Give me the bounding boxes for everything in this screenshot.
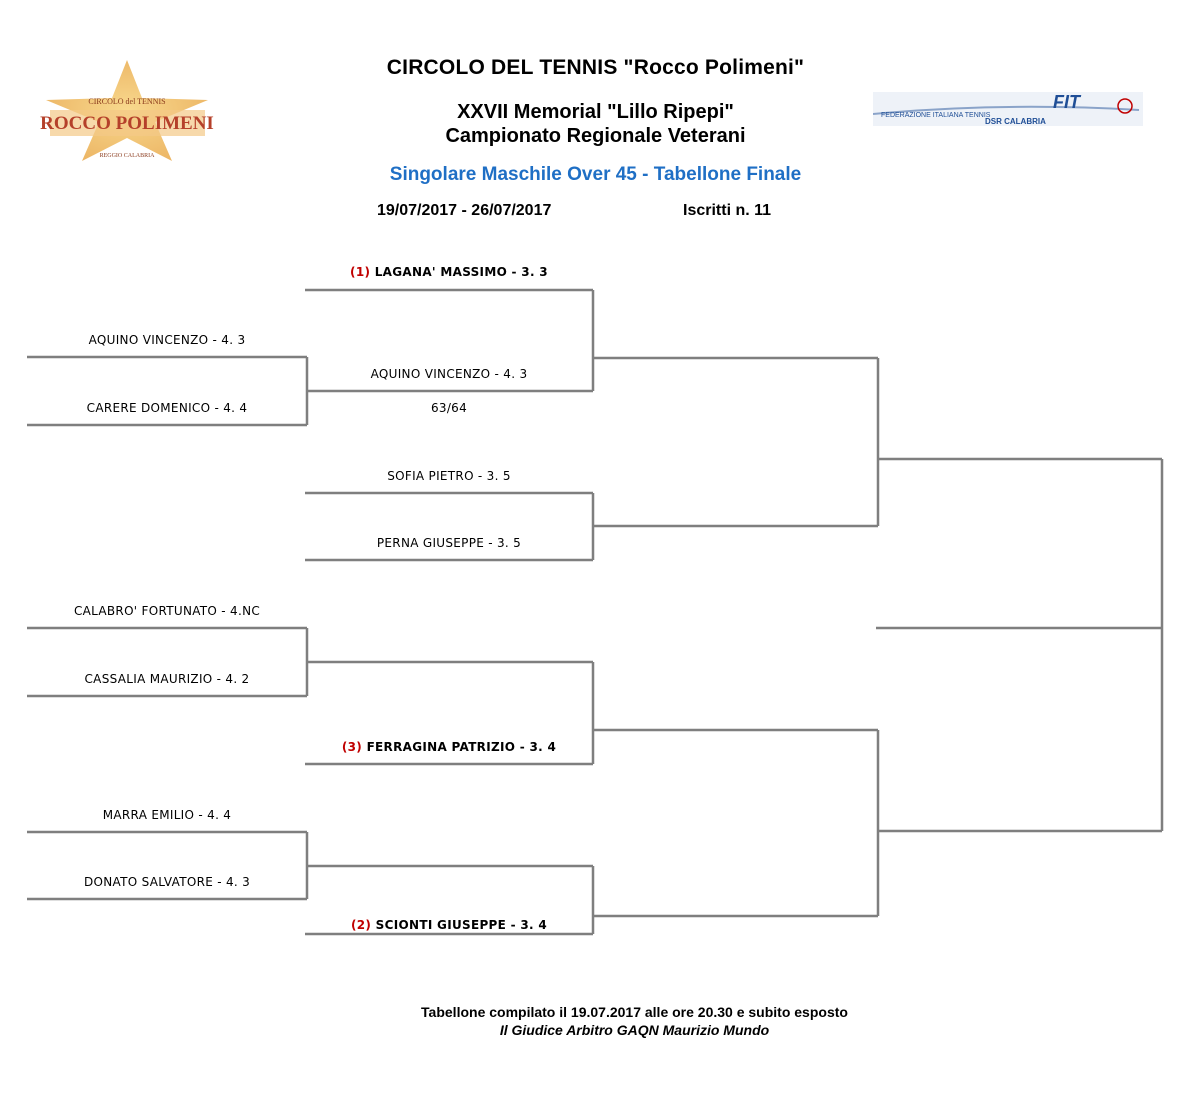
- club-title: CIRCOLO DEL TENNIS "Rocco Polimeni": [386, 56, 805, 79]
- r1-player-1: AQUINO VINCENZO - 4. 3: [88, 333, 246, 347]
- logo-main-text: ROCCO POLIMENI: [40, 113, 214, 134]
- entries-count: Iscritti n. 11: [683, 202, 772, 219]
- r1-player-2: CARERE DOMENICO - 4. 4: [86, 401, 248, 415]
- star-logo-icon: CIRCOLO del TENNIS ROCCO POLIMENI REGGIO…: [40, 60, 214, 161]
- logo-bottom-text: REGGIO CALABRIA: [100, 153, 155, 159]
- player-name: FERRAGINA PATRIZIO - 3. 4: [366, 740, 557, 754]
- referee-note: Il Giudice Arbitro GAQN Maurizio Mundo: [499, 1022, 770, 1038]
- seed-badge: (2): [350, 918, 372, 932]
- r2-player-3: SOFIA PIETRO - 3. 5: [387, 469, 511, 483]
- r2-player-5: (3) FERRAGINA PATRIZIO - 3. 4: [305, 740, 593, 754]
- federation-region-text: DSR CALABRIA: [985, 117, 1046, 126]
- tournament-dates: 19/07/2017 - 26/07/2017: [377, 202, 552, 219]
- footer-note: Tabellone compilato il 19.07.2017 alle o…: [421, 1004, 848, 1020]
- seed-badge: (3): [341, 740, 363, 754]
- r1-player-4: CASSALIA MAURIZIO - 4. 2: [84, 672, 250, 686]
- seed-badge: (1): [350, 265, 371, 279]
- fit-brand-text: FIT: [1053, 92, 1082, 112]
- player-name: SCIONTI GIUSEPPE - 3. 4: [375, 918, 548, 932]
- fit-logo-icon: FIT FEDERAZIONE ITALIANA TENNIS DSR CALA…: [872, 92, 1143, 126]
- r2-score-1: 63/64: [430, 401, 468, 415]
- r2-player-1: (1) LAGANA' MASSIMO - 3. 3: [305, 265, 593, 279]
- federation-logo: FIT FEDERAZIONE ITALIANA TENNIS DSR CALA…: [872, 92, 1143, 126]
- championship-title: Campionato Regionale Veterani: [445, 125, 746, 147]
- r2-player-2: AQUINO VINCENZO - 4. 3: [370, 367, 528, 381]
- r2-player-6: (2) SCIONTI GIUSEPPE - 3. 4: [305, 918, 593, 932]
- memorial-title: XXVII Memorial "Lillo Ripepi": [457, 101, 734, 123]
- r2-player-4: PERNA GIUSEPPE - 3. 5: [376, 536, 522, 550]
- logo-top-text: CIRCOLO del TENNIS: [88, 97, 165, 106]
- r1-player-3: CALABRO' FORTUNATO - 4.NC: [73, 604, 261, 618]
- club-logo: CIRCOLO del TENNIS ROCCO POLIMENI REGGIO…: [40, 58, 215, 163]
- federation-name-text: FEDERAZIONE ITALIANA TENNIS: [881, 112, 991, 119]
- draw-subtitle: Singolare Maschile Over 45 - Tabellone F…: [389, 164, 802, 185]
- r1-player-6: DONATO SALVATORE - 4. 3: [83, 875, 251, 889]
- player-name: LAGANA' MASSIMO - 3. 3: [374, 265, 548, 279]
- r1-player-5: MARRA EMILIO - 4. 4: [102, 808, 232, 822]
